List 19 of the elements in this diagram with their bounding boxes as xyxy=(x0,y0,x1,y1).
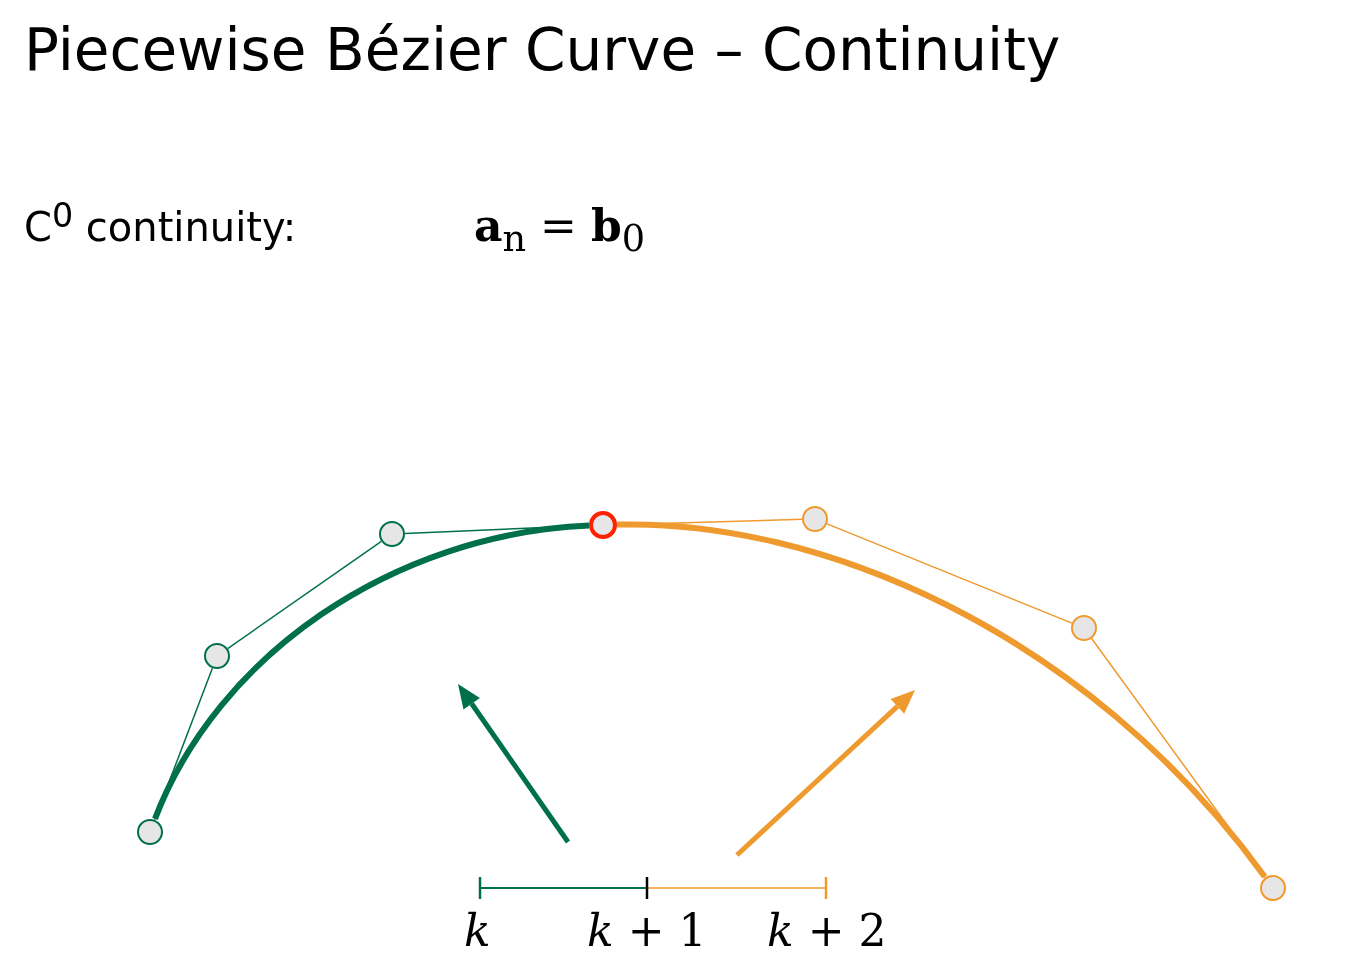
axis-label: k + 2 xyxy=(767,905,887,956)
control-point xyxy=(800,504,830,534)
control-point xyxy=(135,817,165,847)
control-polygon-line xyxy=(1090,637,1267,879)
formula: a$_{n}$ = b$_{0}$ xyxy=(474,200,646,260)
control-point xyxy=(202,641,232,671)
control-polygon-line xyxy=(226,540,383,650)
control-point xyxy=(1258,873,1288,903)
title: Piecewise Bézier Curve – Continuity xyxy=(24,16,1061,84)
label: C$^{0}$ continuity: xyxy=(24,196,297,251)
control-polygon-line xyxy=(826,523,1073,624)
bezier-curve xyxy=(616,521,1268,879)
control-point xyxy=(377,519,407,549)
joint-control-point xyxy=(588,510,618,540)
axis-label: k xyxy=(464,905,491,956)
axis-label: k + 1 xyxy=(587,905,707,956)
control-polygon-line xyxy=(153,667,214,821)
bezier-curve xyxy=(152,522,590,821)
control-point xyxy=(1069,613,1099,643)
